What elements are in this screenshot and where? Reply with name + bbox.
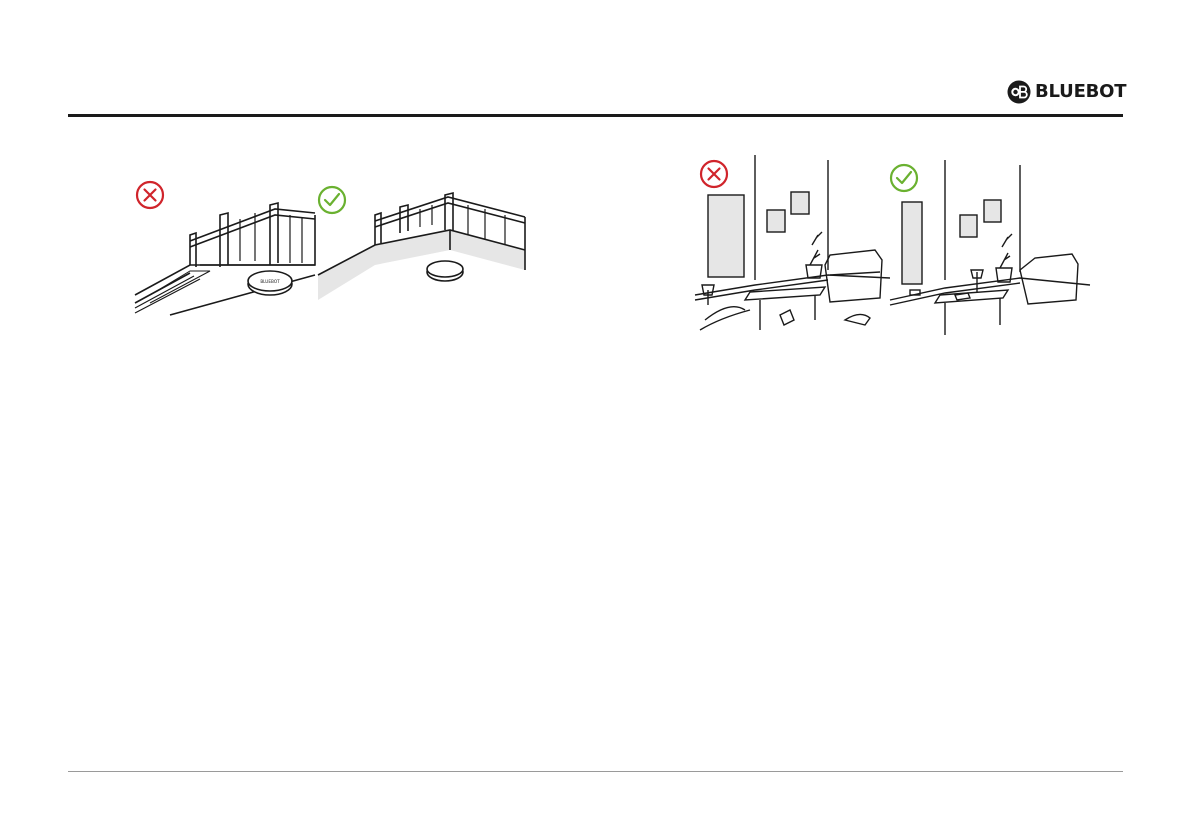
stairs-illustration: BLUEBOT bbox=[130, 175, 530, 320]
room-tidied bbox=[890, 160, 1090, 335]
room-illustration bbox=[690, 150, 1100, 340]
check-circle-icon bbox=[891, 165, 917, 191]
robot-brand-label: BLUEBOT bbox=[260, 279, 280, 284]
stairs-with-threshold bbox=[318, 193, 525, 300]
robot-vacuum-right bbox=[427, 261, 463, 281]
cross-circle-icon bbox=[701, 161, 727, 187]
robot-vacuum-wrong: BLUEBOT bbox=[248, 271, 292, 295]
brand-name: BLUEBOT bbox=[1035, 80, 1126, 104]
cross-circle-icon bbox=[137, 182, 163, 208]
stairs-without-threshold bbox=[135, 203, 315, 315]
header-rule bbox=[68, 114, 1123, 117]
footer-rule bbox=[68, 771, 1123, 772]
brand-logo: BLUEBOT bbox=[1007, 79, 1126, 105]
check-circle-icon bbox=[319, 187, 345, 213]
bluebot-logo-icon bbox=[1007, 80, 1031, 104]
